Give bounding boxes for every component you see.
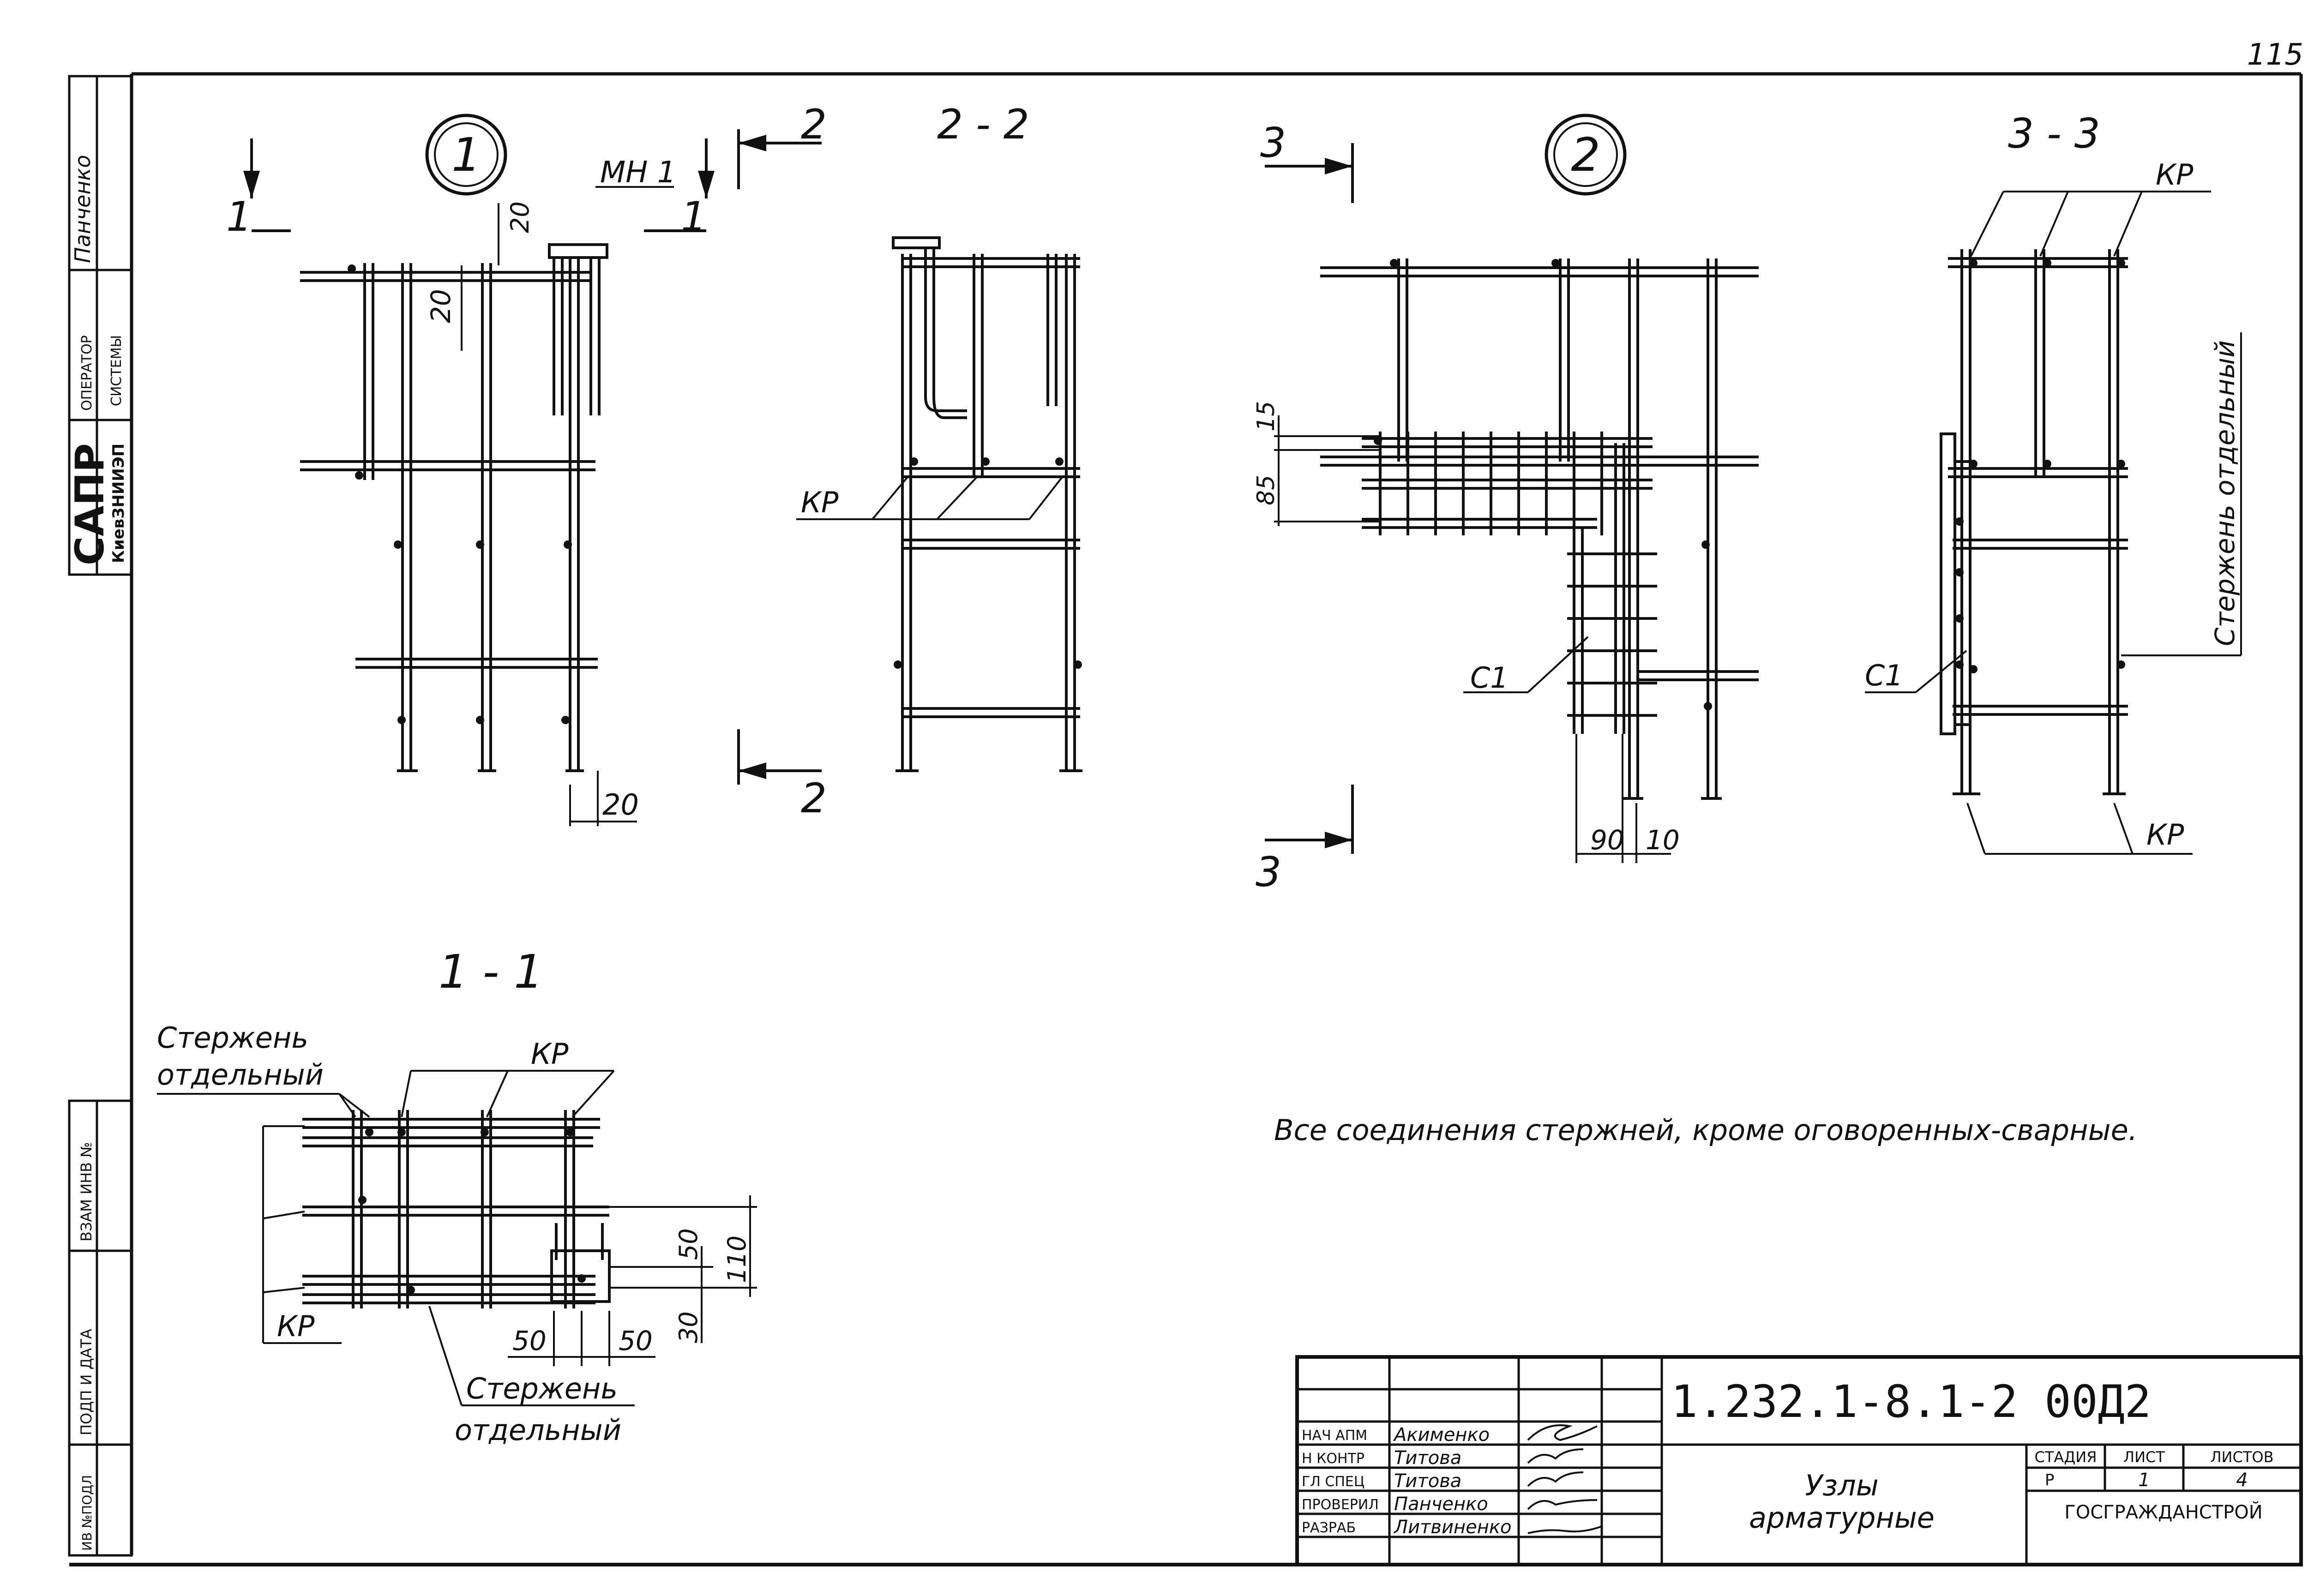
row-role-3: ГЛ СПЕЦ: [1302, 1474, 1364, 1490]
inv-podl-label: ИВ №ПОДЛ: [79, 1475, 95, 1551]
title-block: [1295, 1355, 2303, 1566]
node-2-weld-dots: [1374, 259, 1712, 710]
row-role-1: НАЧ АПМ: [1302, 1428, 1367, 1444]
doc-code: 1.232.1-8.1-2 00Д2: [1671, 1376, 2151, 1428]
organization: ГОСГРАЖДАНСТРОЙ: [2064, 1501, 2262, 1523]
section-2-marks: [737, 129, 822, 785]
node-1-circle: [425, 114, 507, 196]
sapr-label: САПР: [67, 443, 113, 565]
row-name-3: Титова: [1394, 1470, 1461, 1492]
section-1-1-sterzhen-top-1: Стержень: [157, 1021, 308, 1055]
section-3-3-weld-dots: [1955, 259, 2125, 673]
node-2-label: 2: [1571, 128, 1600, 182]
section-3-3-title: 3 - 3: [2008, 110, 2100, 157]
row-role-5: РАЗРАБ: [1302, 1520, 1356, 1536]
row-role-2: Н КОНТР: [1302, 1451, 1364, 1467]
section-1-1-sterzhen-bottom-2: отдельный: [455, 1413, 621, 1447]
sheet-value: 1: [2138, 1470, 2150, 1491]
sheet-header: ЛИСТ: [2123, 1448, 2165, 1466]
section-1-1-dim-50-right: 50: [674, 1228, 703, 1260]
row-name-4: Панченко: [1394, 1494, 1488, 1515]
node-2-dim-10: 10: [1646, 824, 1680, 856]
section-2-2-drawing: [796, 236, 1082, 772]
section-1-1-dim-30: 30: [674, 1311, 703, 1343]
section-2-2-weld-dots: [894, 457, 1082, 669]
section-3-3-kr-bottom: КР: [2146, 818, 2184, 852]
row-name-1: Акименко: [1393, 1424, 1490, 1446]
section-3-3-c1-label: С1: [1865, 659, 1903, 692]
stamp-signature: Панченко: [70, 155, 95, 263]
node-1-label: 1: [451, 128, 481, 182]
node-1-dim-bottom: 20: [602, 788, 639, 822]
signature-marks: [1527, 1424, 1602, 1534]
section-1-1-dim-110: 110: [722, 1236, 751, 1283]
sidebar-stamp-top: [68, 75, 133, 576]
title-line-1: Узлы: [1805, 1469, 1878, 1502]
section-2-bottom-mark: 2: [801, 774, 827, 822]
general-note: Все соединения стержней, кроме оговоренн…: [1274, 1113, 2137, 1147]
section-1-1-dim-50-bottom-right: 50: [619, 1325, 653, 1356]
node-1-weld-dots: [348, 264, 572, 724]
row-name-2: Титова: [1394, 1447, 1461, 1469]
section-1-1-kr-top: КР: [531, 1037, 569, 1071]
section-3-bottom-mark: 3: [1256, 848, 1281, 896]
sidebar-stamp-bottom: [68, 1099, 133, 1557]
section-3-3-sterzhen-label: Стержень отдельный: [2209, 340, 2241, 646]
node-1-drawing: [300, 203, 637, 826]
section-3-top-mark: 3: [1260, 119, 1286, 167]
section-1-marks: [243, 138, 715, 232]
node-2-dim-15: 15: [1252, 401, 1280, 432]
row-role-4: ПРОВЕРИЛ: [1302, 1497, 1379, 1513]
section-3-3-kr-top: КР: [2156, 158, 2194, 192]
sheets-value: 4: [2236, 1470, 2248, 1491]
stage-value: Р: [2045, 1471, 2055, 1489]
org-label: КиевЗНИИЭП: [109, 444, 128, 563]
section-1-1-sterzhen-bottom-1: Стержень: [466, 1372, 618, 1405]
section-1-1-dim-50-left: 50: [512, 1325, 547, 1356]
section-2-top-mark: 2: [801, 101, 827, 148]
section-1-left-mark: 1: [226, 193, 252, 240]
section-2-2-title: 2 - 2: [937, 101, 1029, 148]
title-line-2: арматурные: [1749, 1501, 1935, 1535]
node-2-circle: [1545, 114, 1627, 196]
section-1-1-weld-dots: [358, 1128, 586, 1294]
stage-header: СТАДИЯ: [2035, 1448, 2097, 1466]
section-1-1-sterzhen-top-2: отдельный: [157, 1058, 324, 1092]
page-number: 115: [2247, 38, 2303, 72]
section-3-marks: [1265, 143, 1354, 854]
system-label: СИСТЕМЫ: [108, 335, 125, 406]
node-1-dim-top: 20: [505, 201, 535, 233]
podp-data-label: ПОДП И ДАТА: [78, 1329, 95, 1435]
vzam-inv-label: ВЗАМ ИНВ №: [78, 1142, 95, 1242]
row-name-5: Литвиненко: [1393, 1517, 1512, 1538]
mn1-label: МН 1: [600, 156, 676, 190]
node-2-dim-85: 85: [1252, 475, 1280, 505]
sheets-header: ЛИСТОВ: [2210, 1448, 2273, 1466]
node-2-dim-90: 90: [1590, 824, 1624, 856]
section-1-1-drawing: [157, 1070, 757, 1406]
section-1-1-kr-left: КР: [277, 1309, 315, 1343]
section-2-2-kr-label: КР: [801, 486, 839, 519]
section-1-1-title: 1 - 1: [439, 945, 543, 999]
operator-label: ОПЕРАТОР: [79, 335, 95, 411]
node-1-dim-side: 20: [425, 289, 457, 323]
section-1-right-mark: 1: [681, 193, 707, 240]
node-2-c1-label: С1: [1470, 661, 1509, 695]
node-2-drawing: [1274, 258, 1759, 863]
